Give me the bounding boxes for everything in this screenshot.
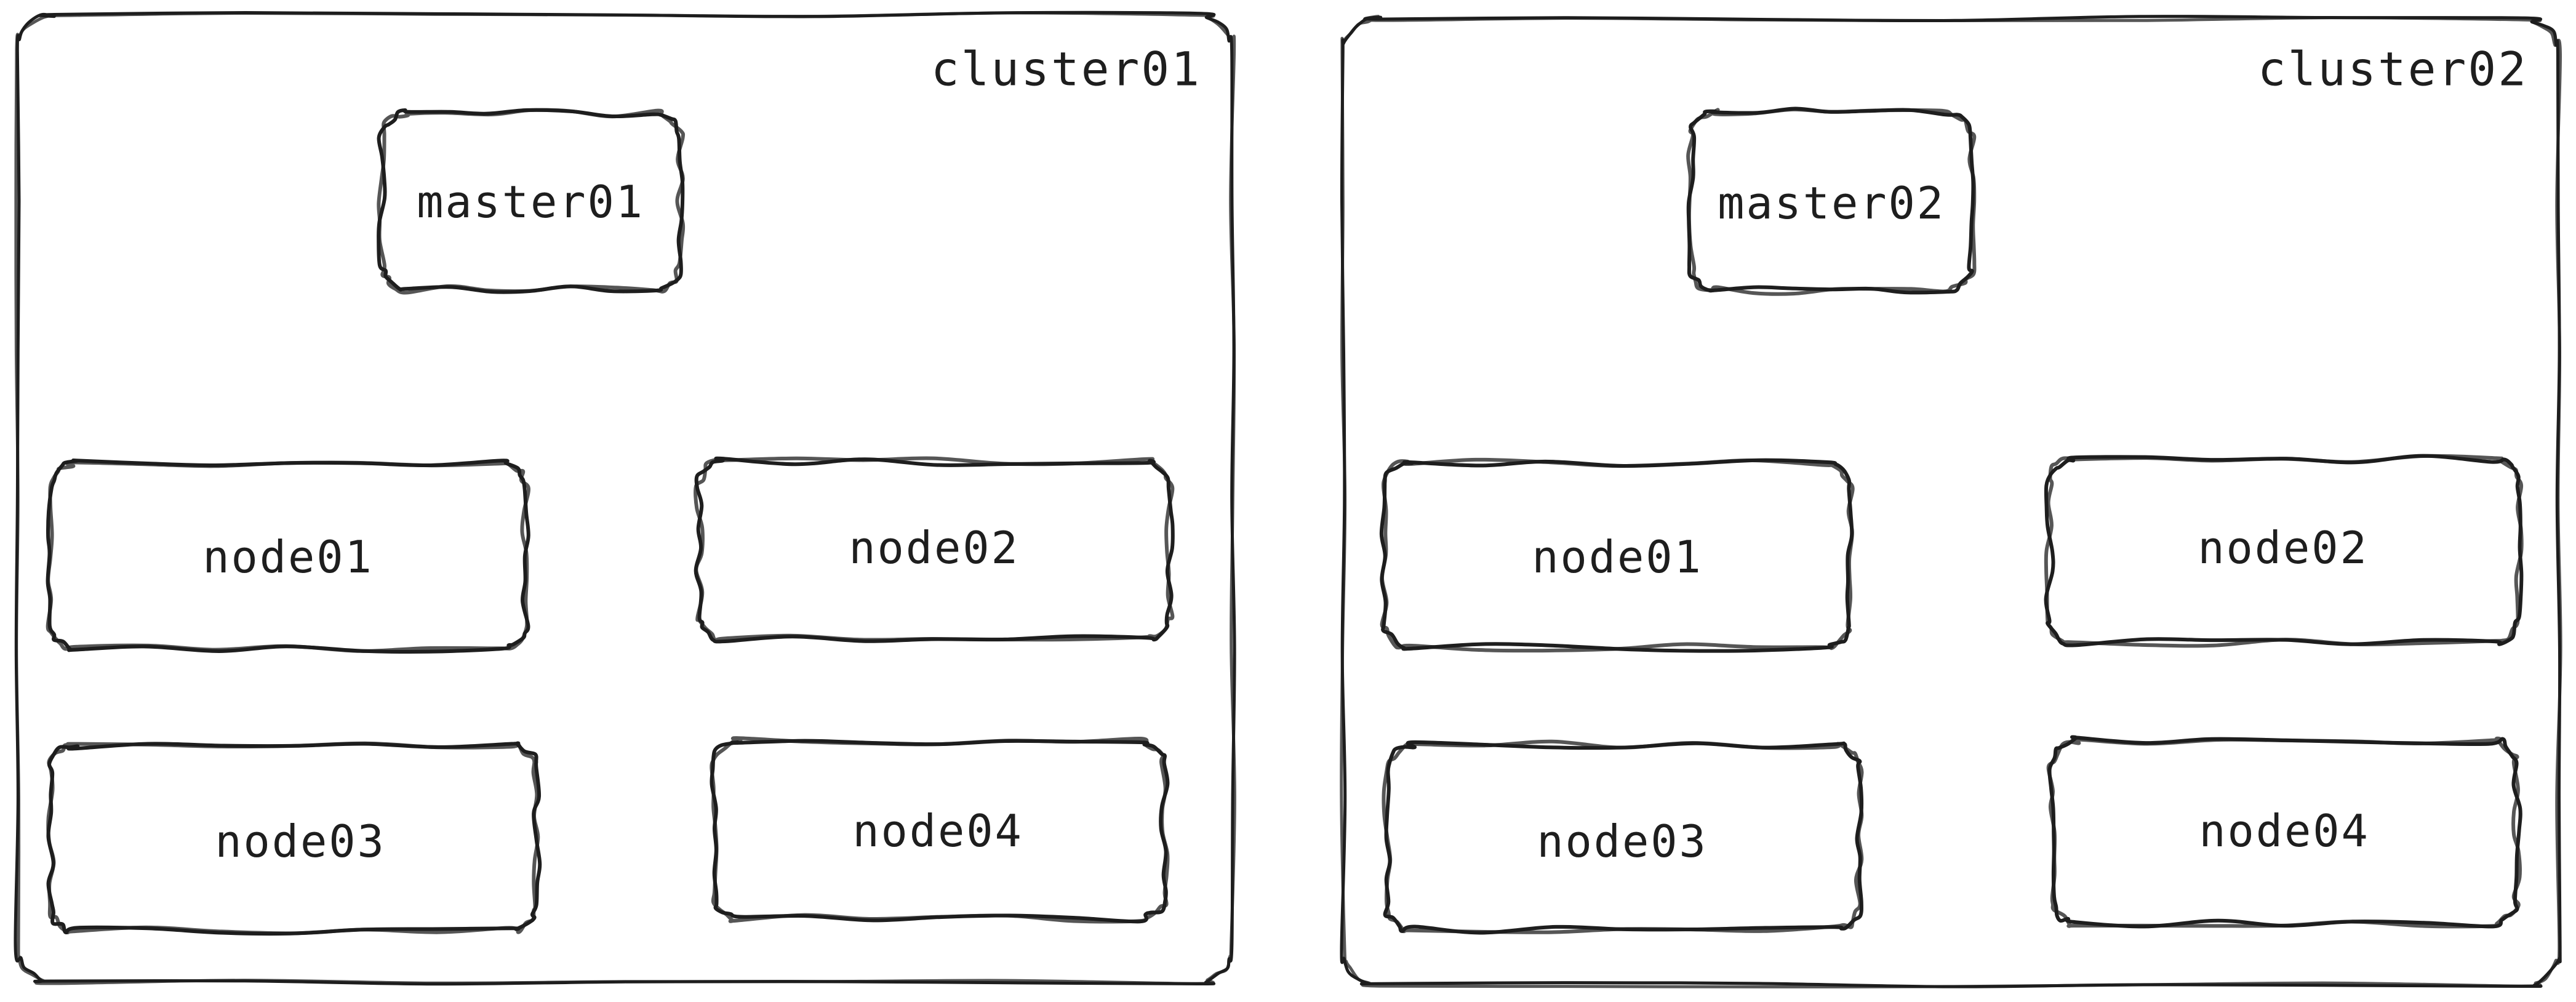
cluster-boundary-cluster01[interactable] [14, 10, 1236, 986]
node-box-c1-node02[interactable] [694, 456, 1175, 644]
node-box-c1-node01[interactable] [46, 459, 530, 654]
node-box-c1-master01[interactable] [377, 108, 686, 295]
node-box-c1-node03[interactable] [46, 741, 542, 936]
node-box-c2-node03[interactable] [1382, 739, 1864, 935]
node-box-c2-master02[interactable] [1686, 106, 1977, 296]
cluster-boundary-cluster02[interactable] [1340, 15, 2562, 988]
node-box-c1-node04[interactable] [710, 736, 1170, 924]
node-box-c2-node01[interactable] [1379, 457, 1855, 653]
node-box-c2-node04[interactable] [2046, 735, 2522, 929]
node-box-c2-node02[interactable] [2044, 454, 2524, 648]
